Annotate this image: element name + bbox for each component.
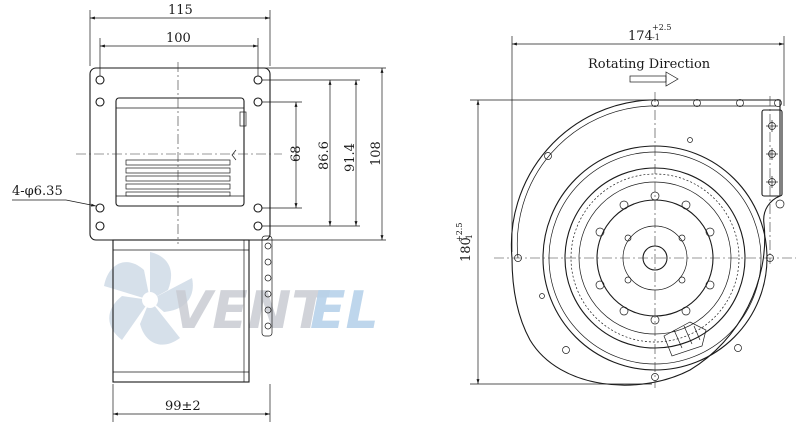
housing-body bbox=[115, 97, 245, 207]
dim-holes: 4-φ6.35 bbox=[12, 184, 63, 199]
front-view: 174 +2.5 -1 Rotating Direction 180 +2.5 … bbox=[455, 23, 796, 388]
watermark-text-vent: VENT bbox=[172, 281, 330, 341]
dim-174-tol-upper: +2.5 bbox=[652, 23, 671, 32]
hole-top-left bbox=[95, 75, 105, 85]
mounting-holes bbox=[95, 75, 263, 231]
dim-100: 100 bbox=[166, 31, 191, 46]
motor-body bbox=[112, 239, 250, 383]
dim-86-6: 86.6 bbox=[317, 141, 332, 170]
dim-68: 68 bbox=[289, 145, 304, 162]
outlet-flange bbox=[761, 109, 783, 197]
dim-180-tol-upper: +2.5 bbox=[455, 223, 464, 242]
motor-cooling-fins bbox=[261, 235, 273, 337]
dim-174-tol-lower: -1 bbox=[652, 33, 660, 42]
outlet-flange-bolts bbox=[766, 120, 778, 188]
dim-180: 180 bbox=[459, 237, 474, 262]
hole-top-left-2 bbox=[95, 97, 105, 107]
fan-logo-icon bbox=[104, 252, 193, 345]
hole-bottom-right-2 bbox=[253, 221, 263, 231]
dim-99: 99±2 bbox=[165, 399, 201, 414]
watermark-text-el: EL bbox=[310, 281, 379, 341]
rotating-direction-arrow-icon bbox=[629, 71, 679, 87]
watermark: VENT EL bbox=[104, 252, 379, 345]
side-view: 115 100 68 86.6 91.4 108 4-φ6.35 99±2 bbox=[12, 3, 386, 422]
dim-180-tol-lower: -1 bbox=[465, 234, 474, 242]
hole-top-right bbox=[253, 75, 263, 85]
scroll-housing bbox=[510, 99, 781, 386]
terminal-box bbox=[663, 321, 707, 357]
dim-174: 174 bbox=[628, 29, 653, 44]
ring-bolts bbox=[514, 137, 774, 381]
rotating-direction-label: Rotating Direction bbox=[588, 57, 711, 72]
hole-bottom-left bbox=[95, 203, 105, 213]
hole-bottom-right bbox=[253, 203, 263, 213]
hole-top-right-2 bbox=[253, 97, 263, 107]
dim-108: 108 bbox=[369, 141, 384, 166]
dim-91-4: 91.4 bbox=[343, 143, 358, 172]
hole-bottom-left-2 bbox=[95, 221, 105, 231]
dim-115: 115 bbox=[168, 3, 193, 18]
